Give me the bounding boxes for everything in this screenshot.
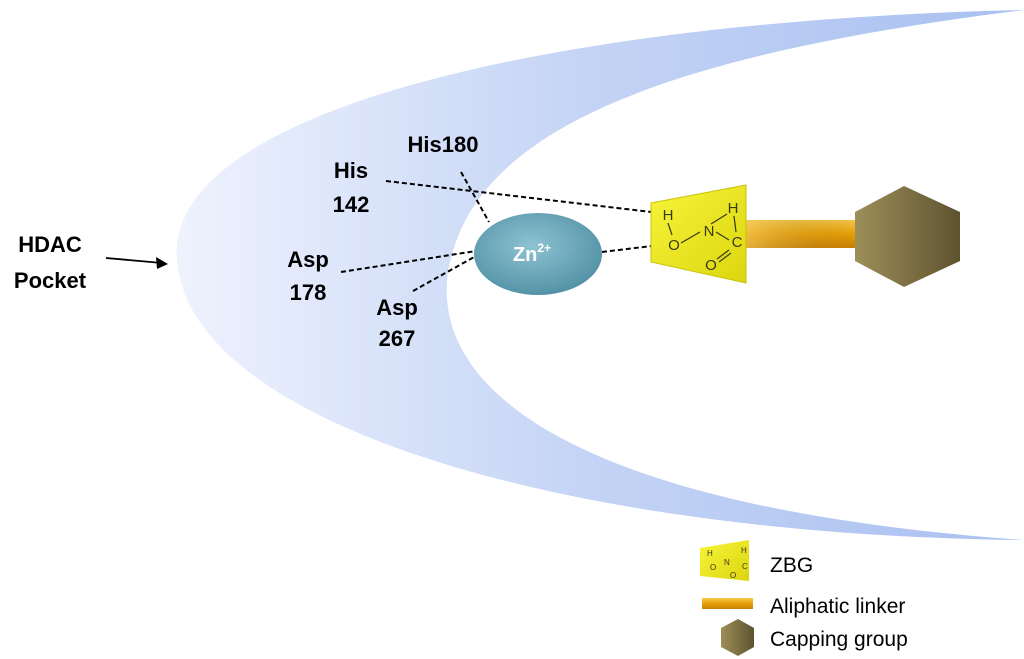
legend-linker-label: Aliphatic linker xyxy=(770,595,905,618)
legend-cap-label: Capping group xyxy=(770,628,908,651)
zbg-atom-n: N xyxy=(704,223,715,240)
legend-item-cap: Capping group xyxy=(721,619,908,656)
residue-asp178-name: Asp xyxy=(287,247,329,272)
zbg-atom-o2: O xyxy=(705,257,717,274)
svg-text:O: O xyxy=(710,563,716,572)
capping-group xyxy=(855,186,960,287)
residue-asp267-number: 267 xyxy=(379,326,416,351)
aliphatic-linker xyxy=(742,220,860,248)
hdac-pocket-shape xyxy=(176,10,1024,540)
zinc-ion xyxy=(474,213,602,295)
legend-item-linker: Aliphatic linker xyxy=(702,595,905,618)
pocket-arrow xyxy=(105,257,168,269)
svg-text:H: H xyxy=(741,546,747,555)
residue-his142-name: His xyxy=(334,158,368,183)
pocket-label-line1: HDAC xyxy=(18,232,82,257)
svg-text:C: C xyxy=(742,562,748,571)
legend-zbg-label: ZBG xyxy=(770,554,813,577)
residue-his180: His180 xyxy=(408,132,479,157)
residue-asp178-number: 178 xyxy=(290,280,327,305)
legend-zbg-swatch: H O N H C O xyxy=(700,540,749,581)
zbg-atom-o1: O xyxy=(668,237,680,254)
zbg-atom-h2: H xyxy=(728,200,739,217)
zbg-atom-h1: H xyxy=(663,207,674,224)
bond-asp267 xyxy=(412,255,477,292)
svg-text:H: H xyxy=(707,549,713,558)
residue-asp267-name: Asp xyxy=(376,295,418,320)
residue-his142-number: 142 xyxy=(333,192,370,217)
svg-text:N: N xyxy=(724,558,730,567)
legend-cap-swatch xyxy=(721,619,754,656)
bond-his180 xyxy=(460,171,490,223)
bond-asp178 xyxy=(340,250,477,273)
zinc-label: Zn2+ xyxy=(513,241,551,266)
legend-item-zbg: H O N H C O ZBG xyxy=(700,540,813,581)
legend-linker-swatch xyxy=(702,598,753,609)
coordination-bonds xyxy=(340,171,661,292)
bond-his142 xyxy=(385,180,661,214)
bond-zn-o xyxy=(601,244,661,253)
zbg-atom-c: C xyxy=(732,234,743,251)
zbg-group: H O N H C O xyxy=(650,184,747,284)
svg-text:O: O xyxy=(730,571,736,580)
legend: H O N H C O ZBG Aliphatic linker Capping… xyxy=(700,540,908,656)
pocket-label-line2: Pocket xyxy=(14,268,87,293)
